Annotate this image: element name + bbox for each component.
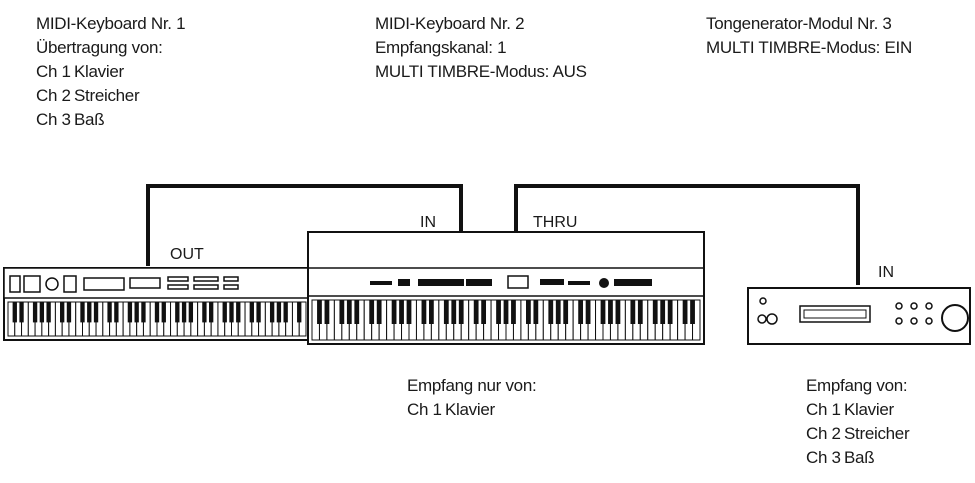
keyboard1-icon	[3, 267, 311, 341]
keyboard2-description: MIDI-Keyboard Nr. 2 Empfangskanal: 1 MUL…	[375, 12, 587, 84]
cable-out-to-in	[146, 184, 463, 266]
module3-in-label: IN	[878, 264, 894, 281]
keyboard1-subtitle: Übertragung von:	[36, 38, 163, 57]
module3-title: Tongenerator-Modul Nr. 3	[706, 14, 892, 33]
module3-description: Tongenerator-Modul Nr. 3 MULTI TIMBRE-Mo…	[706, 12, 912, 60]
keyboard2-in-label: IN	[420, 214, 436, 231]
cables	[146, 184, 860, 285]
keyboard2-icon	[307, 231, 705, 345]
keyboard1-description: MIDI-Keyboard Nr. 1 Übertragung von: Ch …	[36, 12, 186, 132]
module3-receive-title: Empfang von:	[806, 376, 908, 395]
module3-mode: MULTI TIMBRE-Modus: EIN	[706, 38, 912, 57]
keyboard2-channel: Empfangskanal: 1	[375, 38, 507, 57]
keyboard2-title: MIDI-Keyboard Nr. 2	[375, 14, 525, 33]
cable-thru-to-in	[514, 184, 860, 285]
keyboard2-mode: MULTI TIMBRE-Modus: AUS	[375, 62, 587, 81]
keyboard1-out-label: OUT	[170, 246, 204, 263]
keyboard1-title: MIDI-Keyboard Nr. 1	[36, 14, 186, 33]
keyboard2-receive-title: Empfang nur von:	[407, 376, 537, 395]
keyboard2-thru-label: THRU	[533, 214, 578, 231]
module3-icon	[747, 287, 971, 345]
